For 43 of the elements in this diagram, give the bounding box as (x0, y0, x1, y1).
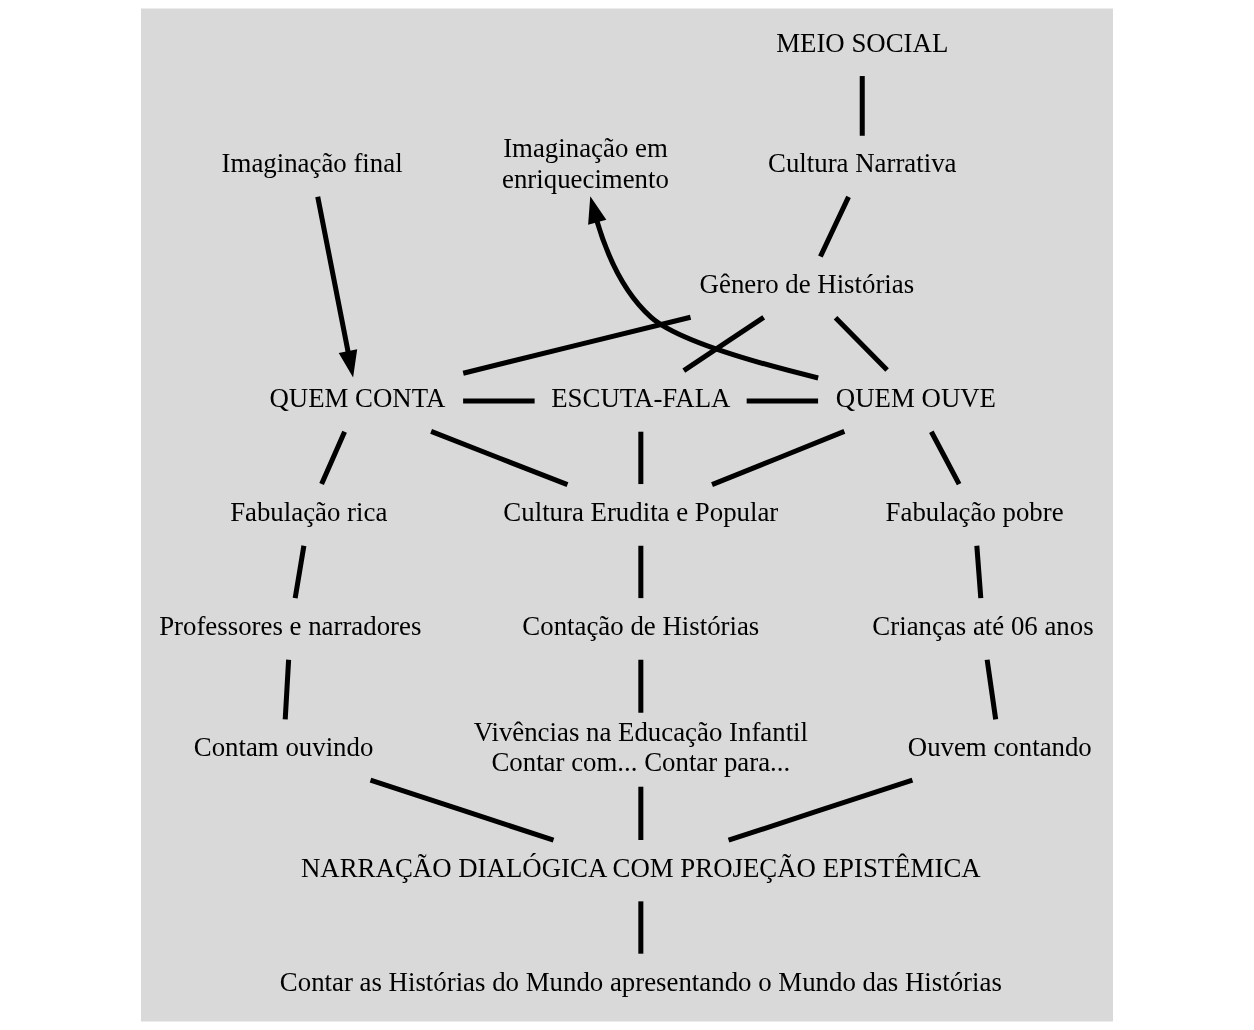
connector (974, 545, 984, 599)
connector (638, 659, 644, 713)
connector (638, 786, 644, 841)
node-text: Imaginação final (221, 148, 403, 179)
connector (711, 429, 846, 487)
connector (818, 195, 851, 258)
connector (369, 777, 555, 843)
node-text: Contam ouvindo (193, 732, 374, 763)
connector (430, 429, 569, 487)
connector (929, 430, 962, 486)
connector (462, 314, 692, 376)
node-text: NARRAÇÃO DIALÓGICA COM PROJEÇÃO EPISTÊMICA (300, 852, 981, 883)
connector (292, 545, 307, 599)
node-text: QUEM OUVE (835, 383, 997, 414)
node-text: Contação de Histórias (522, 611, 760, 642)
connector (319, 430, 347, 486)
connector (984, 659, 999, 720)
node-text: Ouvem contando (907, 732, 1092, 763)
connector (638, 901, 644, 954)
node-text: Imaginação em enriquecimento (502, 133, 669, 194)
connector (638, 431, 644, 485)
node-text: Cultura Erudita e Popular (503, 497, 779, 528)
node-text: ESCUTA-FALA (551, 383, 731, 414)
connector (638, 545, 644, 599)
connector (833, 315, 889, 372)
node-text: QUEM CONTA (269, 383, 446, 414)
node-text: Cultura Narrativa (768, 148, 957, 179)
node-text: MEIO SOCIAL (776, 27, 949, 58)
arrow (588, 196, 819, 381)
node-text: Vivências na Educação Infantil Contar com... Contar para... (473, 717, 809, 778)
node-text: Contar as Histórias do Mundo apresentando o Mundo das Histórias (279, 967, 1002, 998)
node-text: Crianças até 06 anos (872, 611, 1094, 642)
node-text: Fabulação rica (230, 497, 388, 528)
node-text: Gênero de Histórias (699, 269, 915, 300)
node-text: Fabulação pobre (885, 497, 1064, 528)
connector (727, 777, 914, 843)
connector (282, 659, 292, 720)
connector (859, 76, 865, 136)
arrow (315, 196, 358, 378)
connector (463, 398, 535, 404)
node-text: Professores e narradores (159, 611, 422, 642)
connector (682, 315, 766, 373)
connector (746, 398, 819, 404)
